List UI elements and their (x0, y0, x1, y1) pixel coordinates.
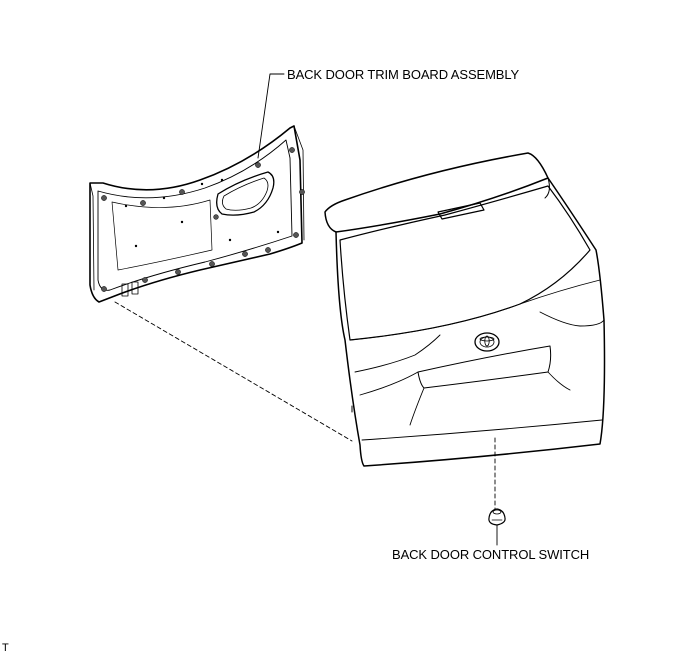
trim-board-label: BACK DOOR TRIM BOARD ASSEMBLY (287, 67, 520, 82)
control-switch-label: BACK DOOR CONTROL SWITCH (392, 547, 590, 562)
corner-mark: T (2, 642, 9, 654)
back-door-illustration (324, 152, 606, 467)
leader-lines (114, 73, 498, 546)
control-switch-illustration (488, 508, 506, 526)
trim-board-illustration (89, 125, 305, 303)
